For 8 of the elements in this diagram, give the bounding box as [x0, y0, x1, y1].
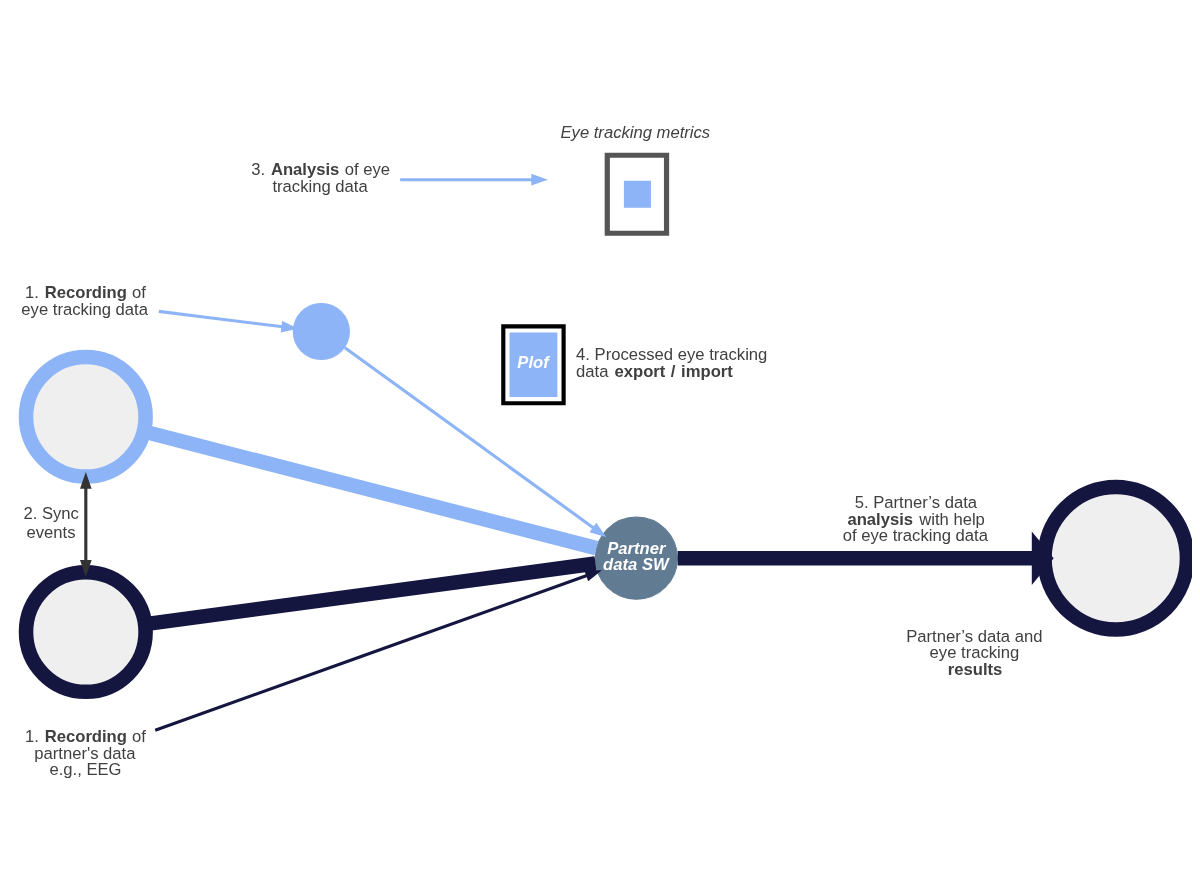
node-text: 1. Recording of partner's data e.g., EEG [24, 726, 146, 779]
node-label: Eye tracking metrics [560, 122, 711, 142]
node-text: 1. Recording of eye tracking data [21, 282, 148, 319]
edge-label: 2. Sync events [23, 503, 79, 542]
node-label: 4. Processed eye tracking data export / import [576, 344, 768, 381]
node-label: Partner’s data and eye tracking results [906, 626, 1043, 679]
edge-label: 5. Partner’s data analysis with help of eye tracking data [842, 492, 988, 545]
node-text: 3. Analysis of eye tracking data [251, 159, 391, 196]
